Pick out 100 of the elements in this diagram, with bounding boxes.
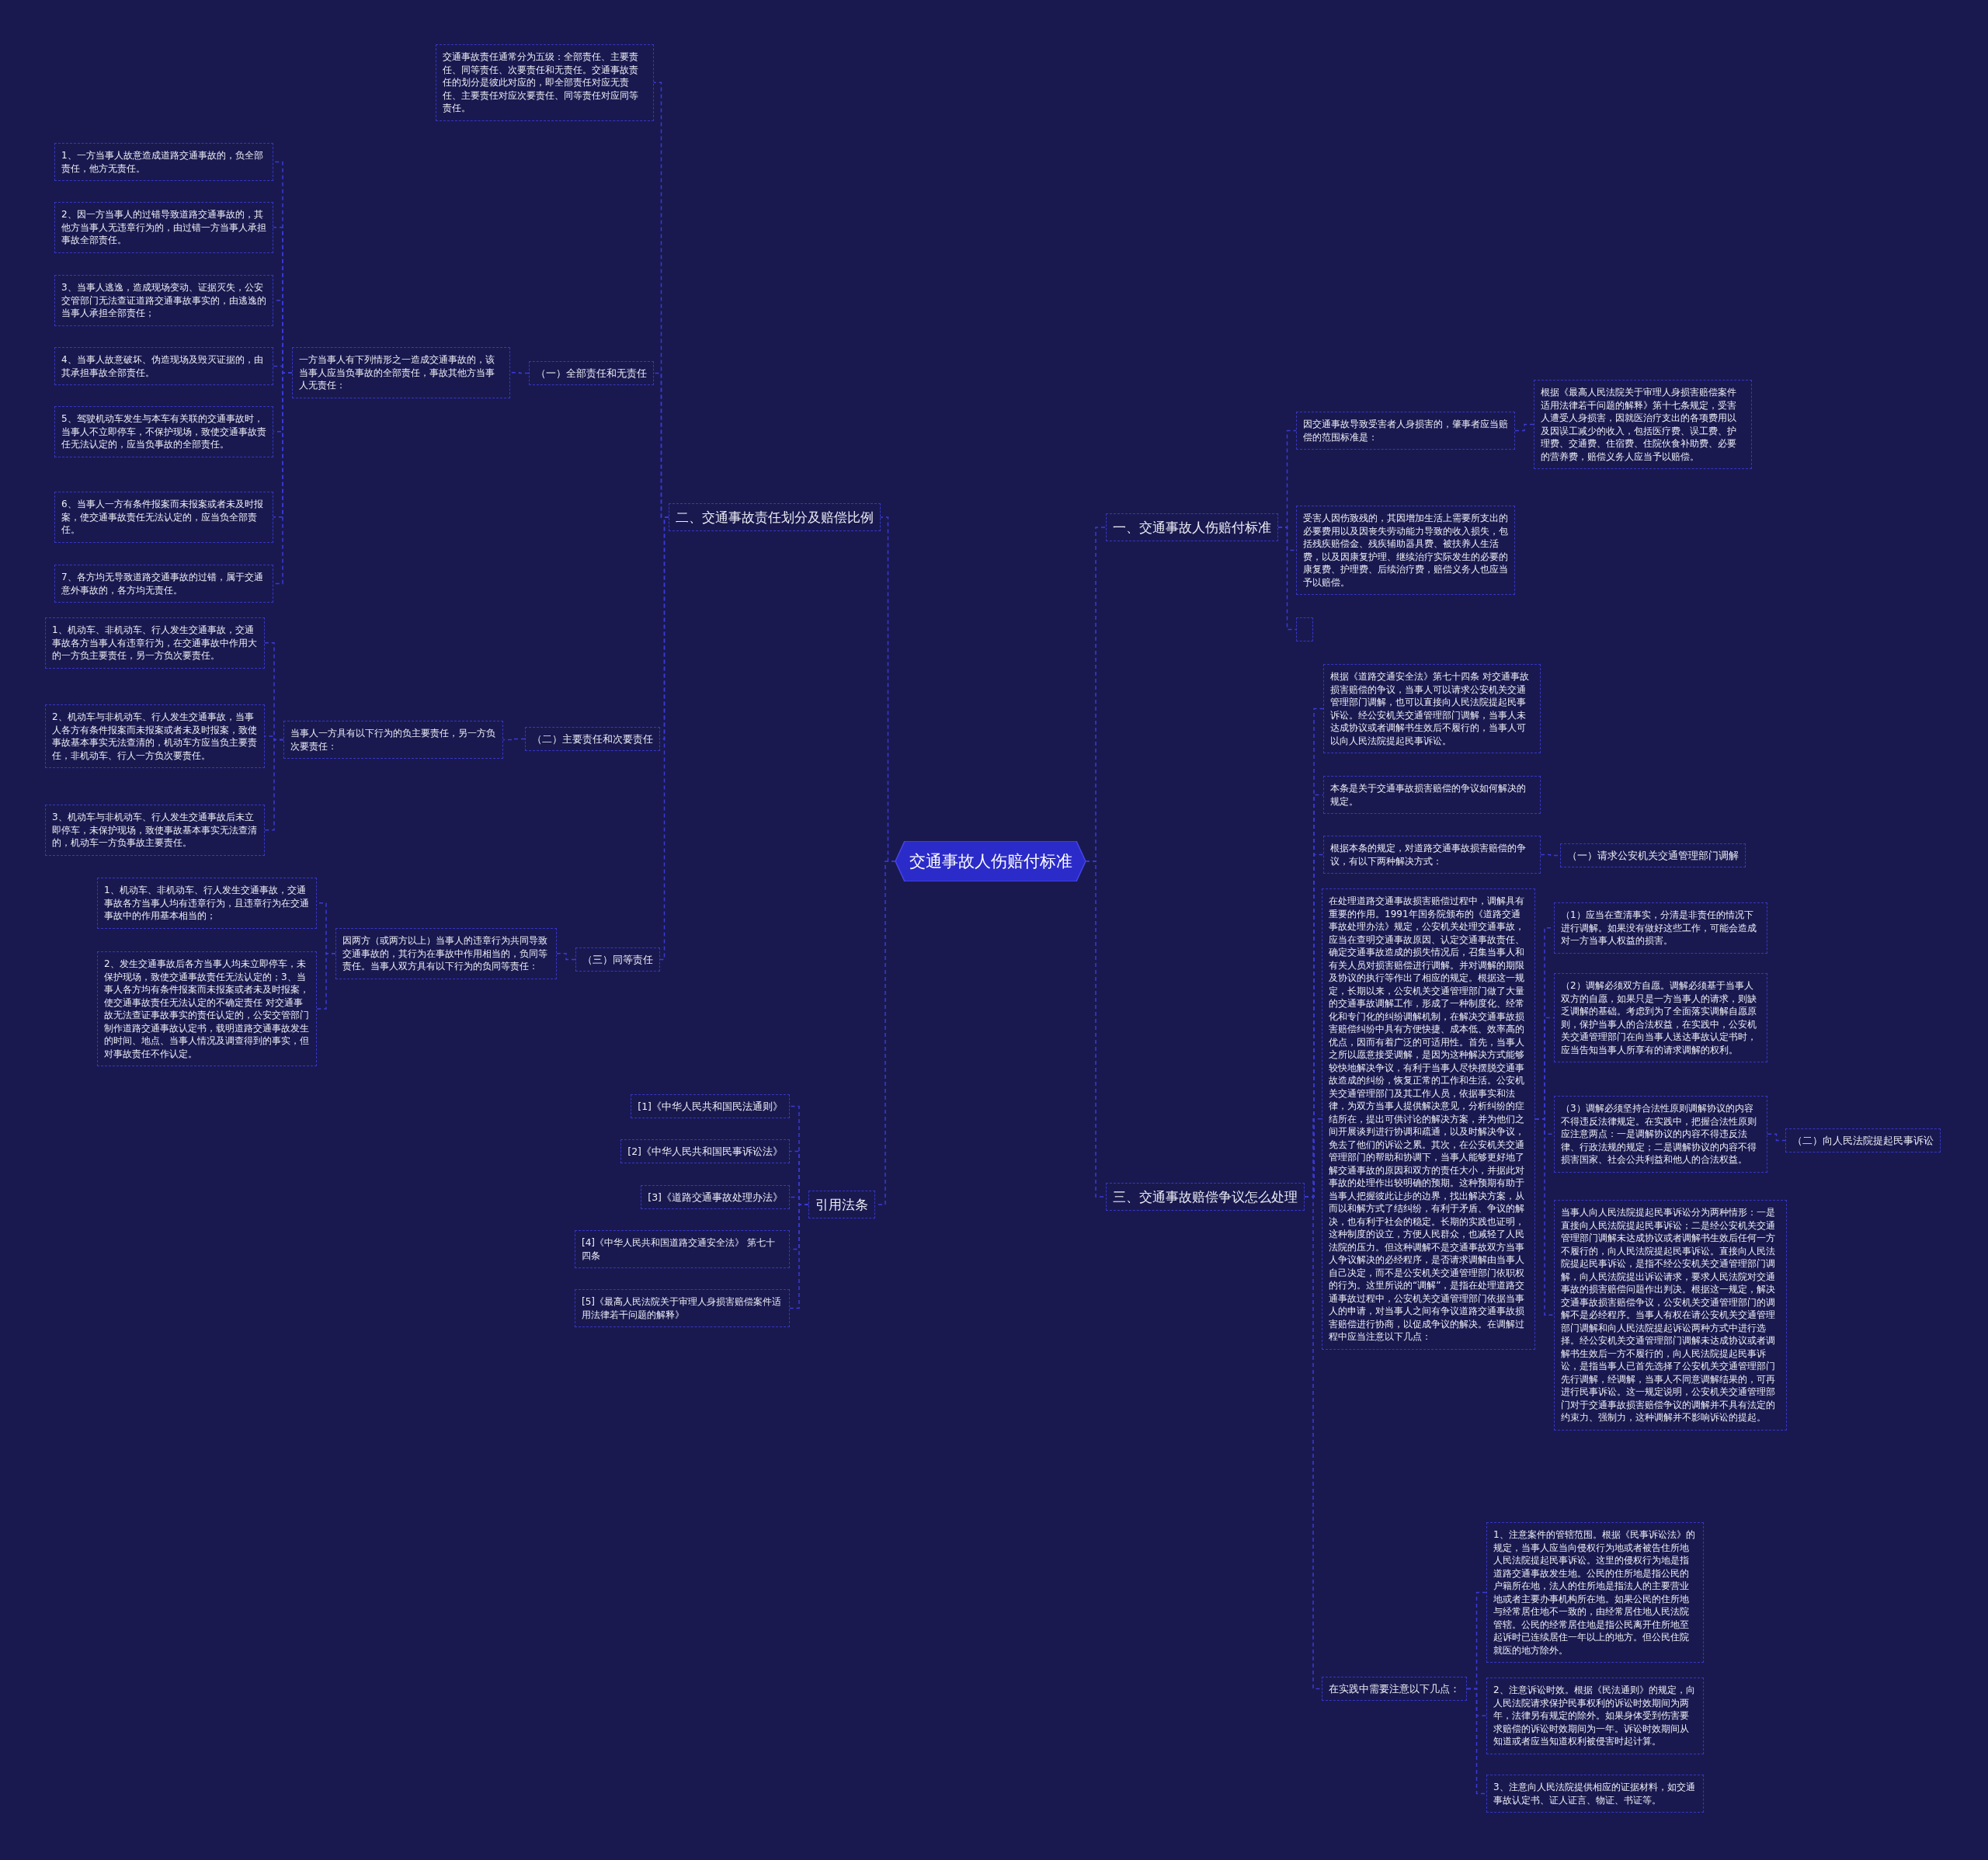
topic-text: 本条是关于交通事故损害赔偿的争议如何解决的规定。 xyxy=(1330,782,1527,808)
topic-text: 7、各方均无导致道路交通事故的过错，属于交通意外事故的，各方均无责任。 xyxy=(61,571,264,596)
connector-line xyxy=(509,372,530,374)
branch-topic xyxy=(669,503,881,531)
connector-line xyxy=(1277,527,1297,631)
topic-text: [1]《中华人民共和国民法通则》 xyxy=(638,1100,783,1113)
note-card xyxy=(54,202,273,253)
topic-text: 3、注意向人民法院提供相应的证据材料，如交通事故认定书、证人证言、物证、书证等。 xyxy=(1493,1781,1696,1806)
branch-topic xyxy=(1106,1183,1305,1211)
connector-line xyxy=(1466,1688,1487,1795)
subtopic xyxy=(631,1094,790,1118)
subtopic xyxy=(1560,843,1746,867)
topic-text: 因两方（或两方以上）当事人的违章行为共同导致交通事故的，其行为在事故中作用相当的，负同等责任。当事人双方具有以下行为的负同等责任： xyxy=(342,934,548,973)
topic-text: （三）同等责任 xyxy=(582,953,653,966)
note-card xyxy=(1296,506,1515,595)
topic-text: 3、机动车与非机动车、行人发生交通事故后未立即停车，未保护现场，致使事故基本事实无法查清的，机动车一方负事故主要责任。 xyxy=(52,811,258,850)
connector-line xyxy=(264,739,284,831)
topic-text: [3]《道路交通事故处理办法》 xyxy=(648,1191,783,1204)
topic-text: 6、当事人一方有条件报案而未报案或者未及时报案，使交通事故责任无法认定的，应当负全部责任。 xyxy=(61,498,264,537)
topic-text: 2、注意诉讼时效。根据《民法通则》的规定，向人民法院请求保护民事权利的诉讼时效期间为两年，法律另有规定的除外。如果身体受到伤害要求赔偿的诉讼时效期间为一年。诉讼时效期间从知道或者应当知道权利被侵害时起计算。 xyxy=(1493,1684,1696,1748)
note-card xyxy=(283,721,503,759)
topic-text: [4]《中华人民共和国道路交通安全法》 第七十四条 xyxy=(582,1236,776,1262)
topic-text: 根据《最高人民法院关于审理人身损害赔偿案件适用法律若干问题的解释》第十七条规定，受害人遭受人身损害，因就医治疗支出的各项费用以及因误工减少的收入，包括医疗费、误工费、护理费、交通费、住宿费、住院伙食补助费、必要的营养费，赔偿义务人应当予以赔偿。 xyxy=(1541,386,1737,463)
topic-text: 三、交通事故赔偿争议怎么处理 xyxy=(1113,1188,1298,1205)
connector-line xyxy=(556,953,576,961)
subtopic xyxy=(529,361,654,385)
topic-text: 在处理道路交通事故损害赔偿过程中，调解具有重要的作用。1991年国务院颁布的《道路交通事故处理办法》规定，公安机关处理交通事故，应当在查明交通事故原因、认定交通事故责任、确定交通事故造成的损失情况后，召集当事人和有关人员对损害赔偿进行调解。并对调解的期限及协议的执行等作出了相应的规定。根据这一规定，长期以来，公安机关交通管理部门做了大量的交通事故调解工作，形成了一种制度化、经常化和专门化的纠纷调解机制，在解决交通事故损害赔偿纠纷中具有方便快捷、成本低、效率高的优点，因而有着广泛的可适用性。首先，当事人之所以愿意接受调解，是因为这种解决方式能够较快地解决争议，有利于当事人尽快摆脱交通事故造成的纠纷，恢复正常的工作和生活。公安机关交通管理部门及其工作人员，依据事实和法律，为双方当事人提供解决意见，分析纠纷的症结所在，提出可供讨论的解决方案，并为他们之间开展谈判进行协调和疏通，以及时解决争议，免去了他们的诉讼之累。其次，在公安机关交通管理部门的帮助和协调下，当事人能够更好地了解交通事故的原因和双方的责任大小，并据此对事故的处理作出较明确的预期。这种预期有助于当事人把握彼此让步的边界，找出解决方案，从而以和解方式了结纠纷，有利于矛盾、争议的解决，也有利于社会的稳定。长期的实践也证明，这种制度的设立，方便人民群众，也减轻了人民法院的压力。但这种调解不是交通事故双方当事人争议解决的必经程序，是否请求调解由当事人自己决定，而不是公安机关交通管理部门依职权的行为。这里所说的“调解”，是指在处理道路交通事故过程中，公安机关交通管理部门依据当事人的申请，对当事人之间有争议道路交通事故损害赔偿进行协商，以促成争议的解决。在调解过程中应当注意以下几点： xyxy=(1329,895,1526,1344)
topic-text: （2）调解必须双方自愿。调解必须基于当事人双方的自愿，如果只是一方当事人的请求，则缺乏调解的基础。考虑到为了全面落实调解自愿原则，保护当事人的合法权益，在实践中，公安机关交通管理部门在向当事人送达事故认定书时，应当告知当事人所享有的请求调解的权利。 xyxy=(1561,979,1757,1056)
central-topic xyxy=(895,841,1086,881)
topic-text: 1、机动车、非机动车、行人发生交通事故，交通事故各方当事人有违章行为，在交通事故中作用大的一方负主要责任，另一方负次要责任。 xyxy=(52,624,258,662)
topic-text: （一）全部责任和无责任 xyxy=(536,367,647,380)
branch-topic xyxy=(1106,513,1278,541)
topic-text: 一、交通事故人伤赔付标准 xyxy=(1113,519,1271,536)
topic-text: （二）主要责任和次要责任 xyxy=(532,732,653,746)
note-card xyxy=(45,617,265,669)
note-card xyxy=(54,565,273,603)
topic-text: （一）请求公安机关交通管理部门调解 xyxy=(1567,849,1739,862)
subtopic xyxy=(1785,1128,1941,1153)
note-card xyxy=(335,928,557,979)
connector-line xyxy=(789,1204,809,1309)
note-card xyxy=(1323,776,1541,814)
note-card xyxy=(97,951,317,1066)
subtopic xyxy=(1322,1677,1467,1701)
note-card xyxy=(45,805,265,856)
note-card xyxy=(1486,1677,1704,1754)
topic-text: 2、机动车与非机动车、行人发生交通事故，当事人各方有条件报案而未报案或者未及时报案，致使事故基本事实无法查清的，机动车方应当负主要责任，非机动车、行人一方负次要责任。 xyxy=(52,711,258,762)
topic-text: 1、注意案件的管辖范围。根据《民事诉讼法》的规定，当事人应当向侵权行为地或者被告住所地人民法院提起民事诉讼。这里的侵权行为地是指道路交通事故发生地。公民的住所地是指公民的户籍所在地，法人的住所地是指法人的主要营业地或者主要办事机构所在地。如果公民的住所地与经常居住地不一致的，由经常居住地人民法院管辖。公民的经常居住地是指公民离开住所地至起诉时已连续居住一年以上的地方。但公民住院就医的地方除外。 xyxy=(1493,1528,1696,1657)
note-card xyxy=(97,878,317,929)
note-card xyxy=(54,143,273,181)
note-card xyxy=(292,347,510,398)
note-card xyxy=(1534,380,1752,469)
connector-line xyxy=(1767,1133,1786,1142)
connector-line xyxy=(1514,423,1534,432)
note-card xyxy=(54,347,273,385)
topic-text: 根据本条的规定，对道路交通事故损害赔偿的争议，有以下两种解决方式： xyxy=(1330,842,1527,867)
branch-topic xyxy=(808,1191,875,1219)
note-card xyxy=(54,275,273,326)
note-card xyxy=(1554,973,1767,1062)
topic-text: 1、机动车、非机动车、行人发生交通事故，交通事故各方当事人均有违章行为，且违章行为在交通事故中的作用基本相当的； xyxy=(104,884,310,923)
note-card xyxy=(1323,664,1541,753)
topic-text: [5]《最高人民法院关于审理人身损害赔偿案件适用法律若干问题的解释》 xyxy=(582,1295,782,1321)
note-card xyxy=(436,44,654,121)
topic-text: （3）调解必须坚持合法性原则调解协议的内容不得违反法律规定。在实践中，把握合法性原则应注意两点：一是调解协议的内容不得违反法律、行政法规的规定；二是调解协议的内容不得损害国家、社会公共利益和他人的合法权益。 xyxy=(1561,1102,1757,1166)
topic-text: 2、发生交通事故后各方当事人均未立即停车，未保护现场，致使交通事故责任无法认定的；3、当事人各方均有条件报案而未报案或者未及时报案，使交通事故责任无法认定的不确定责任 对交通事故无法查证事故事实的责任认定的，公安交管部门制作道路交通事故认定书，载明道路交通事故发生的时间、地点、当事人情况及调查得到的事实，但对事故责任不作认定。 xyxy=(104,958,310,1060)
note-card xyxy=(45,704,265,768)
topic-text: 3、当事人逃逸，造成现场变动、证据灭失，公安交管部门无法查证道路交通事故事实的，由逃逸的当事人承担全部责任； xyxy=(61,281,266,320)
topic-text: 当事人一方具有以下行为的负主要责任，另一方负次要责任： xyxy=(290,727,496,753)
note-card xyxy=(54,492,273,543)
empty-topic xyxy=(1296,617,1313,641)
note-card xyxy=(1554,902,1767,954)
topic-text: [2]《中华人民共和国民事诉讼法》 xyxy=(627,1145,783,1158)
topic-text: （二）向人民法院提起民事诉讼 xyxy=(1792,1134,1934,1147)
note-card xyxy=(54,406,273,457)
topic-text: （1）应当在查清事实，分清是非责任的情况下进行调解。如果没有做好这些工作，可能会造成对一方当事人权益的损害。 xyxy=(1561,909,1757,947)
topic-text: 交通事故责任通常分为五级：全部责任、主要责任、同等责任、次要责任和无责任。交通事故责任的划分是彼此对应的，即全部责任对应无责任、主要责任对应次要责任、同等责任对应同等责任。 xyxy=(443,50,639,115)
topic-text: 在实践中需要注意以下几点： xyxy=(1329,1682,1460,1695)
topic-text: 1、一方当事人故意造成道路交通事故的，负全部责任，他方无责任。 xyxy=(61,149,264,175)
note-card xyxy=(1323,836,1541,874)
connector-line xyxy=(502,738,526,741)
connector-line xyxy=(1534,1118,1555,1316)
subtopic xyxy=(620,1139,790,1163)
note-card xyxy=(575,1230,790,1268)
topic-text: 2、因一方当事人的过错导致道路交通事故的，其他方当事人无违章行为的，由过错一方当事人承担事故全部责任。 xyxy=(61,208,266,247)
topic-text: 一方当事人有下列情形之一造成交通事故的，该当事人应当负事故的全部责任，事故其他方当事人无责任： xyxy=(299,353,495,392)
subtopic xyxy=(525,727,660,751)
subtopic xyxy=(575,947,660,972)
connector-line xyxy=(316,953,336,1010)
note-card xyxy=(575,1289,790,1327)
note-card xyxy=(1554,1096,1767,1173)
topic-text: 交通事故人伤赔付标准 xyxy=(909,851,1072,872)
note-card xyxy=(1486,1775,1704,1813)
topic-text: 因交通事故导致受害者人身损害的，肇事者应当赔偿的范围标准是： xyxy=(1303,418,1508,443)
topic-text: 二、交通事故责任划分及赔偿比例 xyxy=(676,509,874,526)
note-card xyxy=(1486,1522,1704,1663)
topic-text: 4、当事人故意破坏、伪造现场及毁灭证据的，由其承担事故全部责任。 xyxy=(61,353,264,379)
topic-text: 5、驾驶机动车发生与本车有关联的交通事故时，当事人不立即停车，不保护现场，致使交通事故责任无法认定的，应当负事故的全部责任。 xyxy=(61,412,266,451)
subtopic xyxy=(641,1185,790,1209)
topic-text: 当事人向人民法院提起民事诉讼分为两种情形：一是直接向人民法院提起民事诉讼；二是经公安机关交通管理部门调解未达成协议或者调解书生效后任何一方不履行的，向人民法院提起民事诉讼。直接向人民法院提起民事诉讼，是指不经公安机关交通管理部门调解，向人民法院提出诉讼请求，要求人民法院对交通事故的损害赔偿问题作出判决。根据这一规定，解决交通事故损害赔偿争议，公安机关交通管理部门的调解不是必经程序。当事人有权在请公安机关交通管理部门调解和向人民法院提起诉讼两种方式中进行选择。经公安机关交通管理部门调解未达成协议或者调解书生效后一方不履行的，向人民法院提起民事诉讼，是指当事人已首先选择了公安机关交通管理部门先行调解，经调解，当事人不同意调解结果的，可再进行民事诉讼。这一规定说明，公安机关交通管理部门对于交通事故损害赔偿争议的调解并不具有法定的约束力、强制力，这种调解并不影响诉讼的提起。 xyxy=(1561,1206,1776,1424)
topic-text: 引用法条 xyxy=(815,1196,868,1213)
topic-text: 受害人因伤致残的，其因增加生活上需要所支出的必要费用以及因丧失劳动能力导致的收入损失，包括残疾赔偿金、残疾辅助器具费、被扶养人生活费，以及因康复护理、继续治疗实际发生的必要的康复费、护理费、后续治疗费，赔偿义务人也应当予以赔偿。 xyxy=(1303,512,1508,589)
